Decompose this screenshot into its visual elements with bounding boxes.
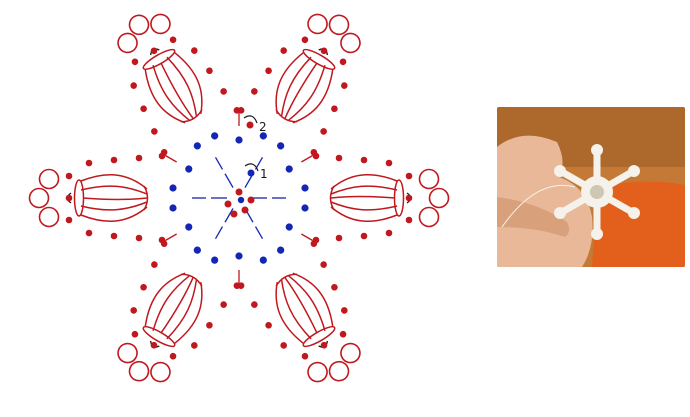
round-1-arrow	[244, 163, 259, 172]
hand	[497, 135, 593, 267]
round-1-start-dot	[247, 169, 255, 177]
center-ring	[241, 206, 249, 214]
center-ring	[230, 210, 238, 218]
center-ring	[224, 200, 232, 208]
center-ring	[235, 188, 243, 196]
center-ring-start	[237, 196, 245, 204]
crochet-snowflake-chart: 1 2	[28, 0, 450, 403]
thread	[501, 184, 576, 228]
snowflake-icon	[554, 144, 640, 240]
center-ring	[247, 196, 255, 204]
finished-snowflake-photo	[497, 107, 685, 267]
round-2-arrow	[243, 115, 258, 124]
round-2-marker: 2	[243, 115, 267, 134]
snowflake-motif	[28, 0, 450, 403]
round-1-label: 1	[260, 167, 268, 181]
finger	[497, 197, 570, 237]
round-2-start-dot	[246, 121, 254, 129]
round-2-label: 2	[259, 120, 267, 134]
round-1-marker: 1	[244, 163, 268, 181]
